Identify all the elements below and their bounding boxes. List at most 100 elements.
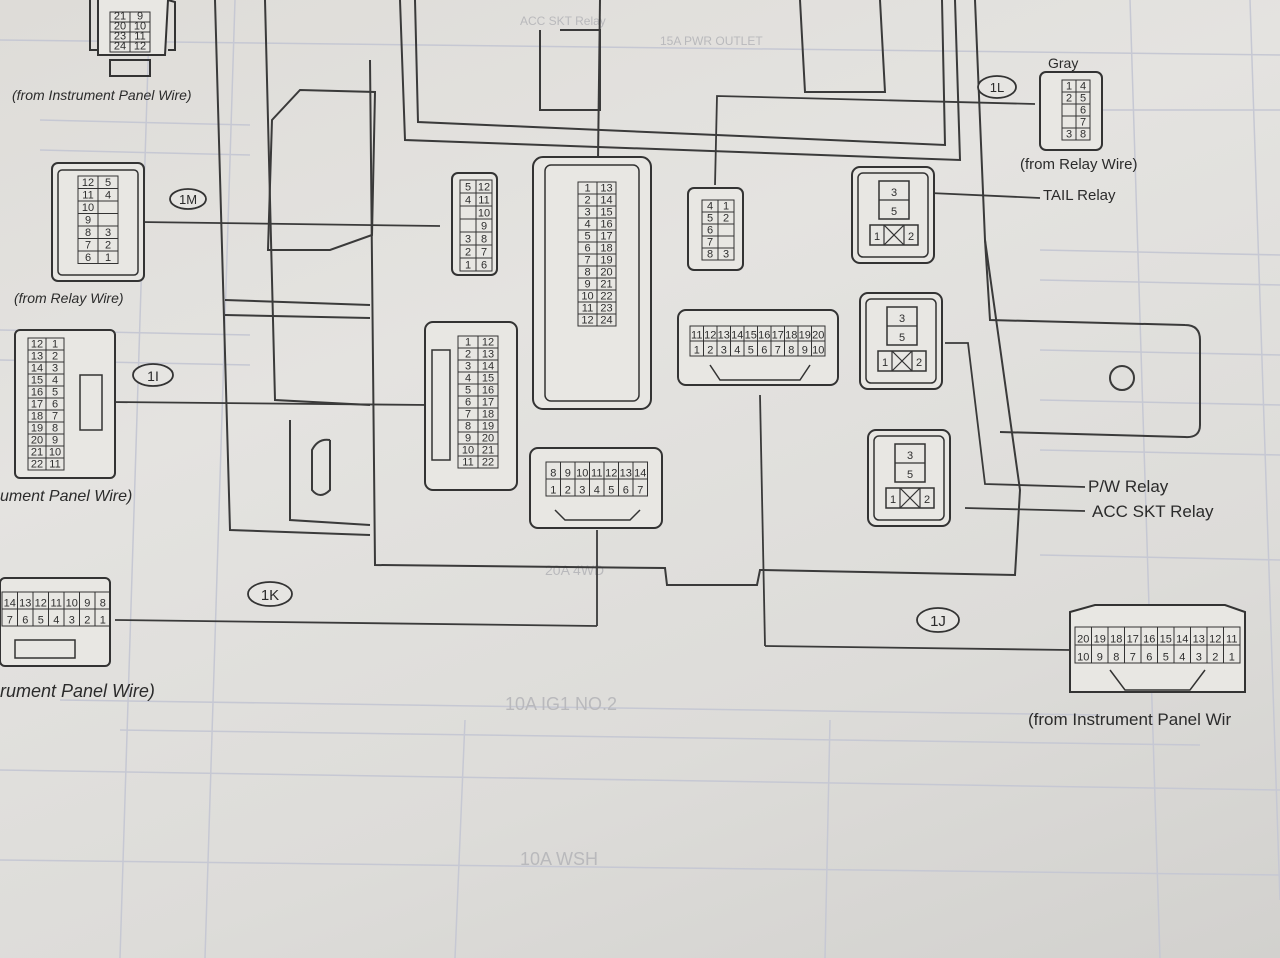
pin-number: 10	[1077, 652, 1089, 664]
pin-number: 7	[637, 485, 643, 497]
pin-number: 8	[465, 421, 471, 433]
relay-pin-number: 5	[907, 469, 913, 481]
pin-number: 17	[482, 397, 494, 409]
relay-outline	[891, 350, 913, 372]
relay-pin-number: 2	[924, 494, 930, 506]
pin-number: 7	[707, 237, 713, 249]
pin-number: 1	[100, 615, 106, 627]
pin-cell	[632, 478, 648, 497]
pin-number: 4	[53, 615, 59, 627]
pin-number: 9	[465, 433, 471, 445]
pin-number: 16	[758, 330, 770, 342]
relay-pin-number: 1	[890, 494, 896, 506]
ghost-label: 10A IG1 NO.2	[505, 694, 617, 714]
pin-number: 4	[465, 373, 471, 385]
pin-cell	[477, 455, 499, 469]
pin-number: 8	[550, 468, 556, 480]
pin-number: 13	[600, 183, 612, 195]
ghost-label: 10A WSH	[520, 849, 598, 869]
pin-number: 7	[775, 345, 781, 357]
pin-number: 10	[49, 447, 61, 459]
pin-number: 14	[4, 598, 16, 610]
pin-number: 10	[478, 208, 490, 220]
ghost-label: ACC SKT Relay	[520, 14, 606, 28]
pin-number: 4	[52, 375, 58, 387]
relay-outline	[859, 292, 943, 390]
pin-number: 19	[799, 330, 811, 342]
pin-number: 19	[482, 421, 494, 433]
pin-number: 12	[704, 330, 716, 342]
pin-number: 4	[1179, 652, 1185, 664]
pin-number: 3	[105, 227, 111, 239]
relay-outline	[885, 487, 935, 509]
relay-outline	[865, 298, 937, 384]
pin-number: 17	[1127, 634, 1139, 646]
pin-number: 15	[31, 375, 43, 387]
pin-number: 16	[482, 385, 494, 397]
pin-number: 13	[19, 598, 31, 610]
pin-number: 3	[52, 363, 58, 375]
pin-number: 8	[1113, 652, 1119, 664]
pin-number: 6	[22, 615, 28, 627]
relay-outline	[877, 350, 927, 372]
relay-outline	[883, 224, 905, 246]
relay-pin-number: 3	[891, 187, 897, 199]
pin-number: 24	[114, 41, 126, 53]
pin-number: 11	[82, 190, 93, 202]
pin-number: 10	[812, 345, 824, 357]
label-from-relay-wire-1m: (from Relay Wire)	[14, 290, 124, 306]
pin-number: 16	[600, 219, 612, 231]
badge-1m: 1M	[169, 188, 207, 210]
pin-number: 10	[82, 202, 94, 214]
relay-outline	[899, 487, 921, 509]
pin-number: 5	[105, 177, 111, 189]
pin-number: 6	[707, 225, 713, 237]
pin-number: 13	[482, 349, 494, 361]
pin-number: 2	[707, 345, 713, 357]
pin-cell	[596, 313, 617, 327]
pin-number: 5	[52, 387, 58, 399]
pin-number: 12	[482, 337, 494, 349]
relay-outline	[867, 429, 951, 527]
ghost-label: 15A PWR OUTLET	[660, 34, 763, 48]
pin-number: 12	[82, 177, 94, 189]
pin-number: 7	[1130, 652, 1136, 664]
pin-cell	[129, 41, 151, 53]
pin-number: 20	[812, 330, 824, 342]
relay-pin-number: 2	[916, 357, 922, 369]
pin-number: 5	[1080, 93, 1086, 105]
pin-number: 6	[1146, 652, 1152, 664]
pin-number: 9	[1097, 652, 1103, 664]
pin-number: 7	[1080, 117, 1086, 129]
pin-number: 3	[465, 234, 471, 246]
relay-outline	[851, 166, 935, 264]
pin-number: 3	[465, 361, 471, 373]
pin-number: 5	[465, 385, 471, 397]
relay-pin-number: 5	[891, 206, 897, 218]
pin-number: 9	[137, 11, 143, 23]
pin-number: 1	[465, 260, 471, 272]
pin-number: 8	[481, 234, 487, 246]
pin-number: 14	[731, 330, 743, 342]
badge-1j: 1J	[916, 607, 960, 633]
pin-number: 8	[584, 267, 590, 279]
pin-number: 3	[69, 615, 75, 627]
pin-number: 5	[38, 615, 44, 627]
pin-number: 24	[600, 315, 612, 327]
pin-number: 8	[707, 249, 713, 261]
pin-cell	[1075, 127, 1091, 141]
pin-number: 1	[105, 252, 111, 264]
relay-outline	[873, 435, 945, 521]
pin-number: 7	[481, 247, 487, 259]
label-gray: Gray	[1048, 55, 1078, 71]
pin-number: 15	[1160, 634, 1172, 646]
pin-number: 3	[579, 485, 585, 497]
